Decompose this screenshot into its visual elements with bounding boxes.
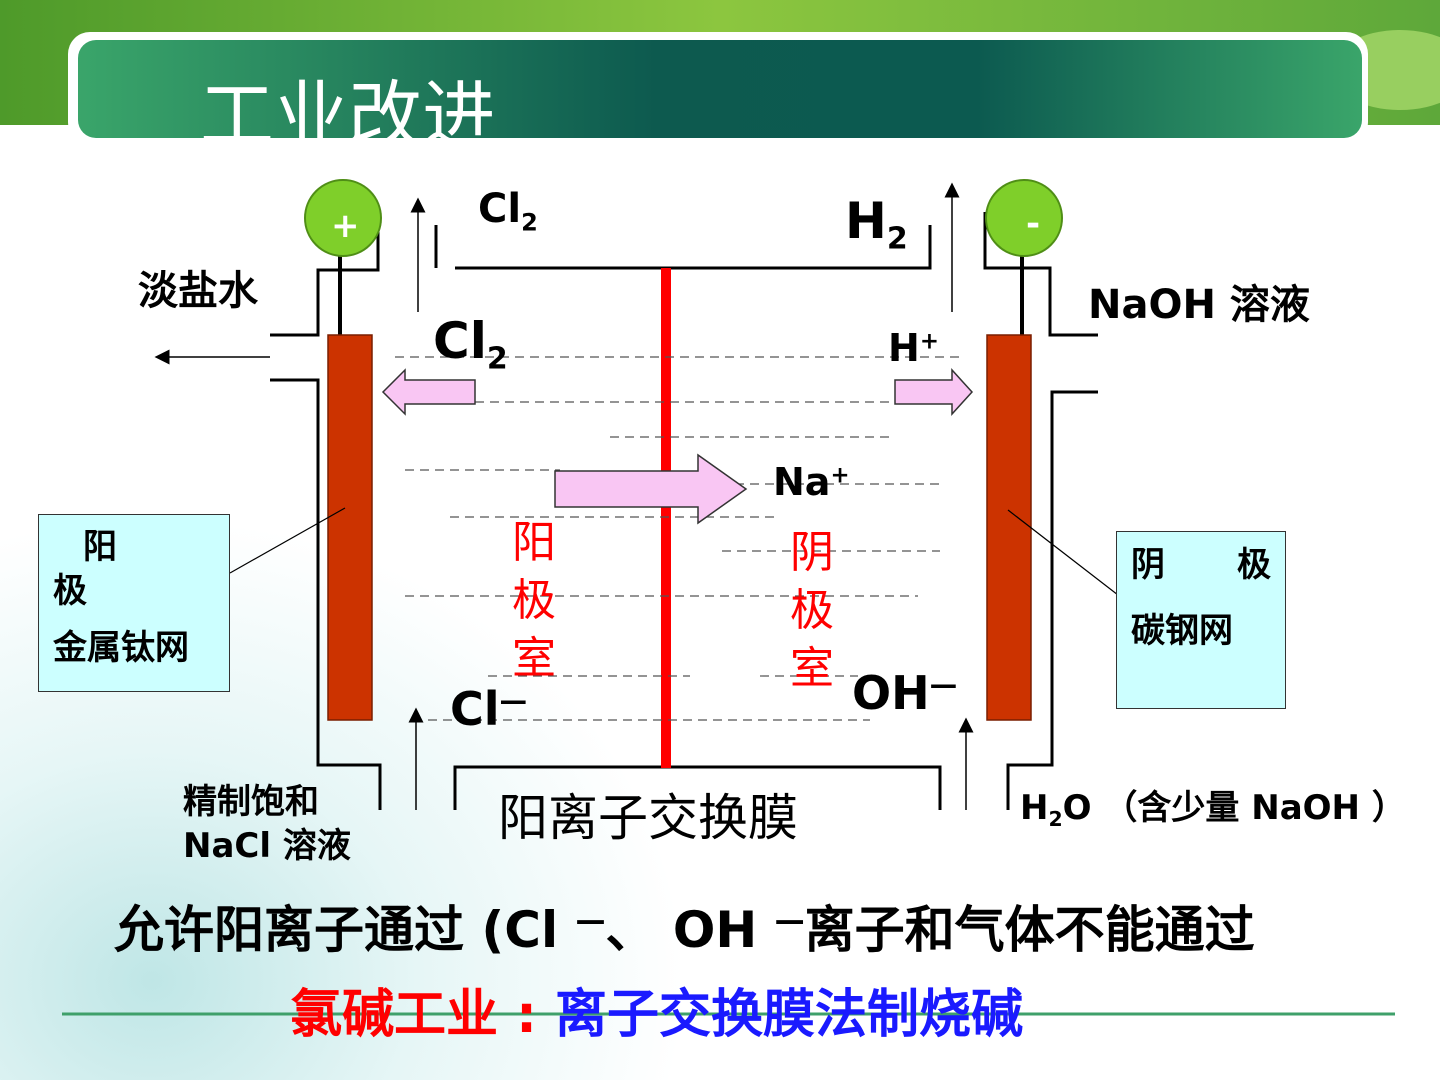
anode-electrode	[327, 334, 373, 721]
cathode-minus-sign: -	[1026, 204, 1041, 244]
na-plus-migration-arrow	[554, 453, 748, 525]
naoh-solution-label: NaOH 溶液	[1088, 282, 1310, 328]
page-title: 工业改进	[200, 73, 496, 159]
cell-wall-right	[983, 212, 1098, 810]
cathode-electrode	[986, 334, 1032, 721]
anode-description-box: 阳 极 金属钛网	[38, 514, 230, 692]
na-plus-label: Na+	[773, 460, 850, 504]
cathode-leader-line	[1007, 509, 1119, 596]
cathode-description-box: 阴极 碳钢网	[1116, 531, 1286, 709]
flow-arrows	[154, 182, 974, 810]
membrane-note: 允许阳离子通过 (Cl —、 OH —离子和气体不能通过	[114, 901, 1255, 959]
anode-leader-line	[229, 507, 346, 574]
cathode-terminal	[985, 179, 1063, 257]
inlet-right-label: H2O （含少量 NaOH ）	[1020, 788, 1406, 832]
solution-dashed-lines	[395, 356, 960, 721]
cell-wall-left	[270, 212, 942, 810]
anode-terminal	[304, 179, 382, 257]
h2-outlet-label: H2	[845, 192, 908, 257]
h-plus-migration-arrow	[894, 368, 974, 416]
cl-minus-label: Cl—	[450, 682, 528, 736]
anode-plus-sign: +	[331, 206, 360, 246]
anode-chamber-label: 阳 极 室	[512, 517, 556, 684]
cathode-chamber-label: 阴 极 室	[790, 527, 834, 694]
cl2-outlet-label: Cl2	[478, 186, 538, 237]
cation-exchange-membrane	[661, 268, 671, 768]
cl2-ion-label: Cl2	[433, 312, 508, 377]
slide-caption: 氯碱工业 : 离子交换膜法制烧碱	[290, 985, 1024, 1045]
dilute-brine-label: 淡盐水	[138, 268, 258, 314]
oh-minus-label: OH—	[852, 666, 958, 720]
h-plus-label: H+	[888, 326, 939, 370]
cl2-migration-arrow	[381, 368, 476, 416]
membrane-label: 阳离子交换膜	[498, 789, 798, 847]
inlet-left-label: 精制饱和 NaCl 溶液	[183, 782, 351, 866]
